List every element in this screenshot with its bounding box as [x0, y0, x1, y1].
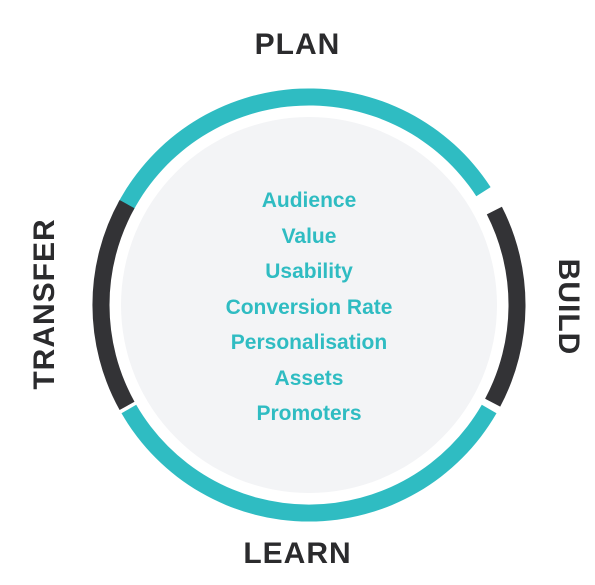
center-item: Usability: [265, 260, 353, 283]
stage-label-transfer: TRANSFER: [28, 218, 61, 390]
transfer-arc: [92, 200, 135, 410]
build-arc: [485, 206, 526, 407]
center-item: Value: [281, 224, 337, 248]
center-item: Personalisation: [230, 331, 388, 354]
stage-label-plan: PLAN: [254, 28, 341, 61]
center-item-list: Audience Value Usability Conversion Rate…: [160, 183, 458, 432]
center-item: Conversion Rate: [225, 295, 393, 319]
plan-arc: [117, 88, 491, 212]
center-item: Assets: [274, 366, 344, 390]
cycle-arcs: [92, 88, 526, 522]
learn-arc: [121, 404, 497, 522]
stage-label-build: BUILD: [552, 258, 585, 356]
center-circle: [121, 117, 497, 493]
center-item: Promoters: [256, 402, 362, 425]
stage-label-learn: LEARN: [243, 537, 352, 570]
center-item: Audience: [261, 189, 357, 212]
